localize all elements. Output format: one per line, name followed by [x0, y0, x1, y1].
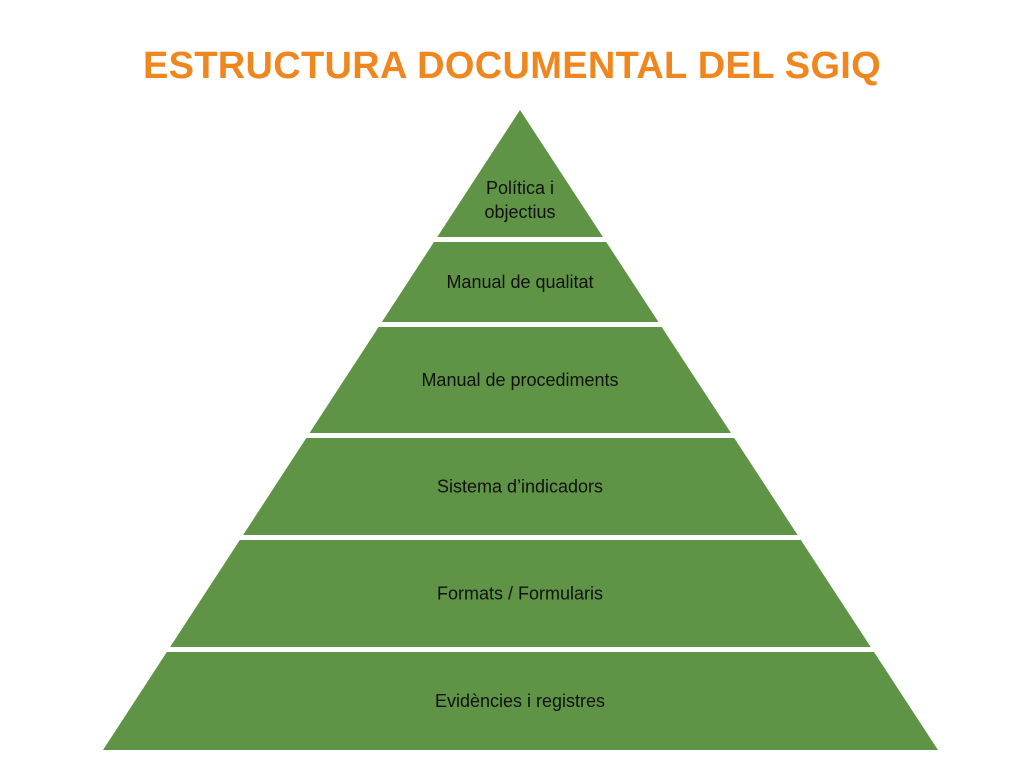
- level-formats-formularis: Formats / Formularis: [170, 540, 871, 647]
- level-manual-procediments-label: Manual de procediments: [421, 370, 618, 390]
- level-evidencies-registres-shape: [103, 652, 938, 750]
- level-sistema-indicadors: Sistema d’indicadors: [243, 438, 798, 535]
- level-formats-formularis-shape: [170, 540, 871, 647]
- level-politica-objectius-label: objectius: [484, 202, 555, 222]
- level-evidencies-registres: Evidències i registres: [103, 652, 938, 750]
- level-sistema-indicadors-label: Sistema d’indicadors: [437, 477, 603, 497]
- level-politica-objectius-shape: [437, 110, 603, 237]
- level-manual-procediments: Manual de procediments: [309, 327, 731, 433]
- level-politica-objectius-label: Política i: [486, 178, 554, 198]
- level-evidencies-registres-label: Evidències i registres: [435, 691, 605, 711]
- level-manual-procediments-shape: [309, 327, 731, 433]
- slide-title: ESTRUCTURA DOCUMENTAL DEL SGIQ: [142, 45, 882, 87]
- level-manual-qualitat-label: Manual de qualitat: [446, 272, 593, 292]
- level-sistema-indicadors-shape: [243, 438, 798, 535]
- level-politica-objectius: Política i objectius: [437, 110, 603, 237]
- level-manual-qualitat-shape: [381, 242, 659, 322]
- level-manual-qualitat: Manual de qualitat: [381, 242, 659, 322]
- level-formats-formularis-label: Formats / Formularis: [437, 584, 603, 604]
